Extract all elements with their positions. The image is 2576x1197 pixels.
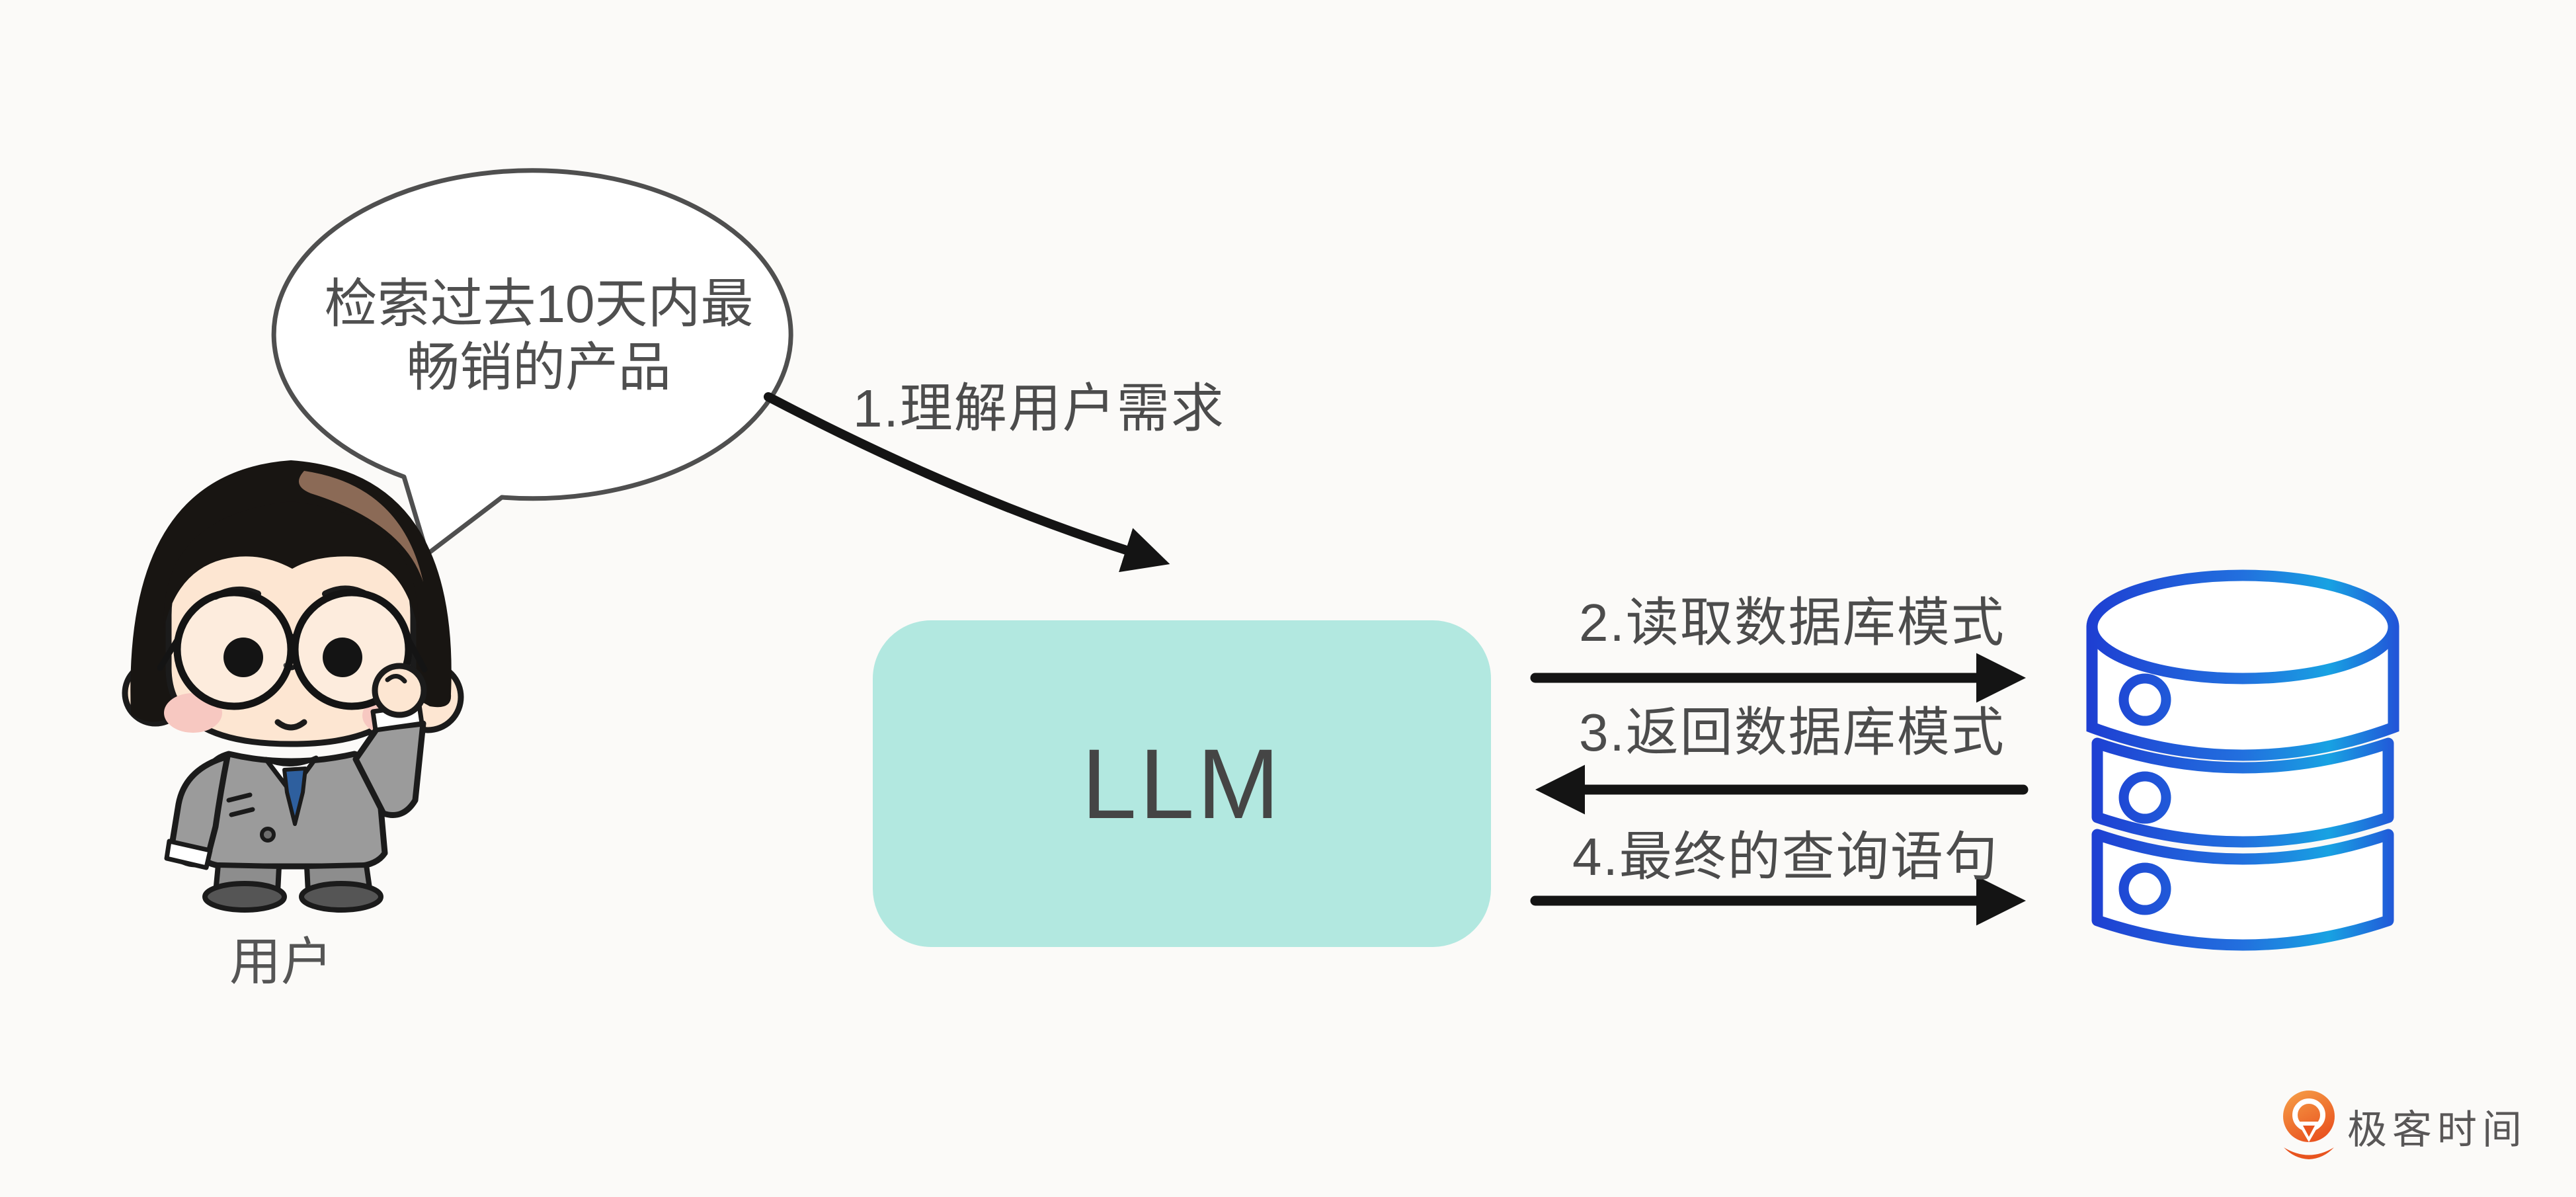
shoe-right: [299, 881, 383, 913]
database-icon: [2086, 569, 2399, 951]
speech-bubble: [271, 168, 793, 557]
lapel-marks: [226, 792, 255, 817]
llm-box: LLM: [873, 620, 1491, 947]
speech-bubble-text: 检索过去10天内最 畅销的产品: [274, 272, 803, 399]
tie: [282, 766, 307, 826]
suit-button: [260, 827, 276, 843]
thumb: [385, 674, 407, 684]
user-illustration: [122, 460, 464, 913]
step3-label: 3.返回数据库模式: [1579, 703, 2005, 762]
hair-fringe: [163, 501, 419, 628]
user-label: 用户: [229, 932, 333, 991]
step2-label: 2.读取数据库模式: [1579, 593, 2005, 652]
speech-bubble-line2: 畅销的产品: [407, 338, 671, 397]
speech-bubble-line1: 检索过去10天内最: [324, 274, 754, 333]
step4-label: 4.最终的查询语句: [1572, 827, 1999, 886]
eye-left: [223, 638, 263, 677]
suit-right-sleeve: [352, 720, 426, 818]
step1-label: 1.理解用户需求: [853, 379, 1225, 438]
llm-label: LLM: [1081, 727, 1283, 839]
geektime-logo-text: 极客时间: [2347, 1108, 2527, 1152]
mouth: [274, 719, 307, 731]
shoe-left: [202, 881, 287, 913]
eye-right: [323, 638, 362, 677]
hair-highlight: [299, 471, 423, 582]
arrow-1: [764, 392, 1170, 573]
fist: [372, 663, 427, 718]
geektime-logo-icon: [2283, 1091, 2335, 1159]
left-cuff: [164, 839, 213, 870]
